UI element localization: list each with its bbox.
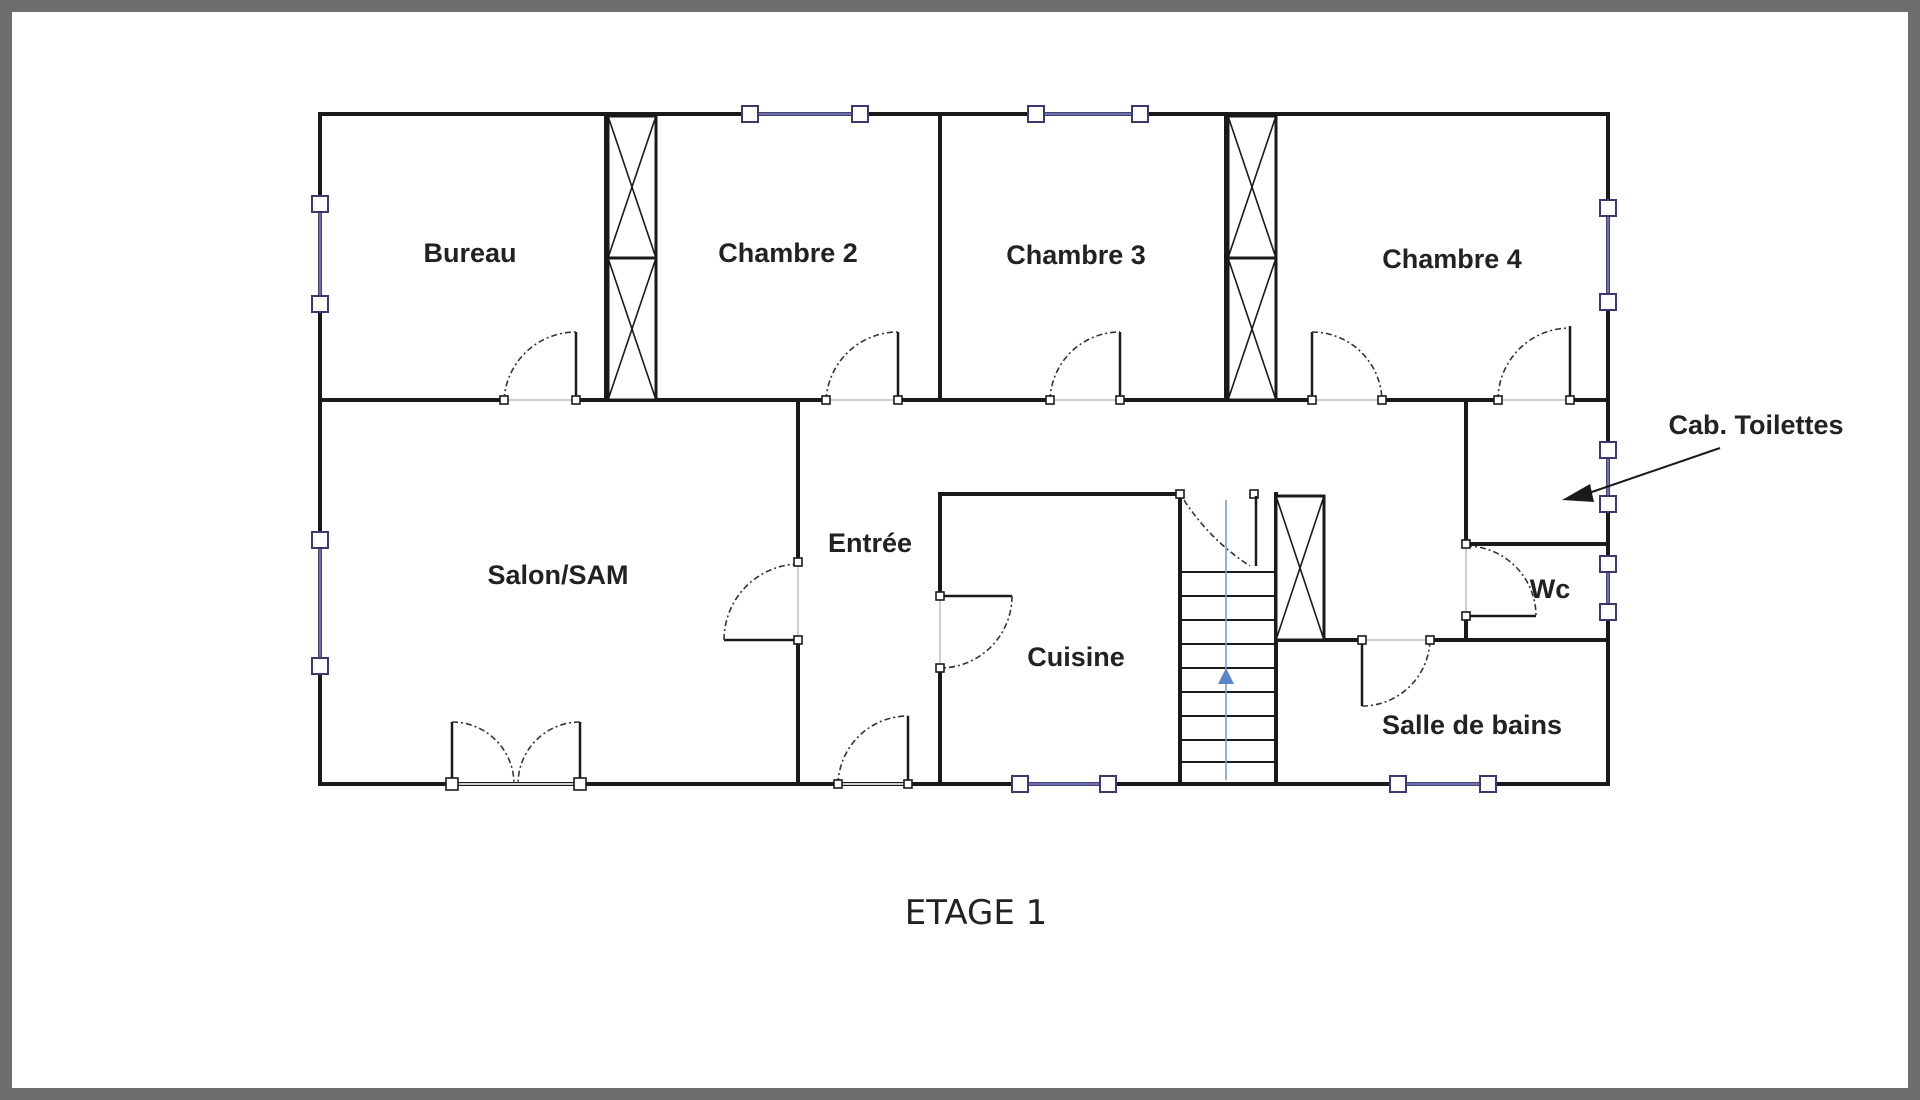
plan-title: ETAGE 1 [905,893,1048,933]
label-chambre-3: Chambre 3 [1006,240,1146,270]
label-cab-toilettes: Cab. Toilettes [1668,410,1843,440]
label-bureau: Bureau [423,238,516,268]
plan-frame: Bureau Chambre 2 Chambre 3 Chambre 4 Cab… [12,12,1908,1088]
label-wc: Wc [1530,574,1571,604]
windows [311,105,1617,793]
label-chambre-4: Chambre 4 [1382,244,1522,274]
stair-arrow-icon [1218,668,1234,684]
label-salle-de-bains: Salle de bains [1382,710,1562,740]
label-salon-sam: Salon/SAM [487,560,628,590]
interior-walls [318,112,1610,786]
label-entree: Entrée [828,528,912,558]
label-cuisine: Cuisine [1027,642,1125,672]
pointer-arrow-icon [1562,484,1594,502]
doors [450,326,1572,785]
floor-plan: Bureau Chambre 2 Chambre 3 Chambre 4 Cab… [311,105,1844,933]
outer-walls [318,112,1610,786]
label-chambre-2: Chambre 2 [718,238,858,268]
room-labels: Bureau Chambre 2 Chambre 3 Chambre 4 Cab… [423,238,1843,740]
staircase [1182,496,1276,780]
door-nodes [445,395,1575,791]
closets [606,114,1326,642]
door-sills [452,399,1570,785]
cab-toilettes-pointer [1562,447,1721,502]
